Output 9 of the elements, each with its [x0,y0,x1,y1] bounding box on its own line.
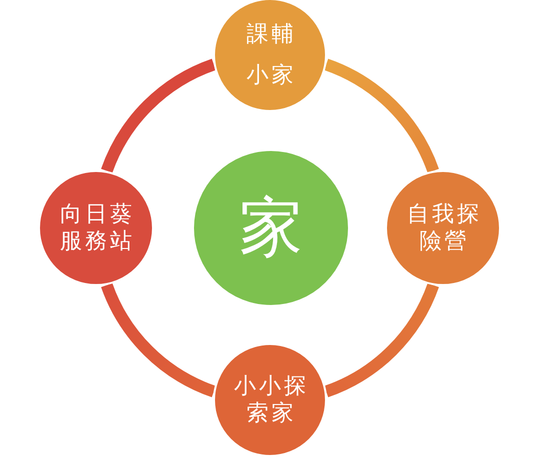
arc-connector [324,58,439,174]
node-label: 向日葵服務站 [59,201,136,255]
node-label: 自我探險營 [406,201,483,255]
node-label: 家 [238,192,304,264]
node-label: 小小探索家 [233,373,310,427]
arc-connector [324,282,439,398]
node-label: 課輔小家 [246,21,298,90]
arc-connector [101,282,216,398]
arc-connector [101,58,216,174]
